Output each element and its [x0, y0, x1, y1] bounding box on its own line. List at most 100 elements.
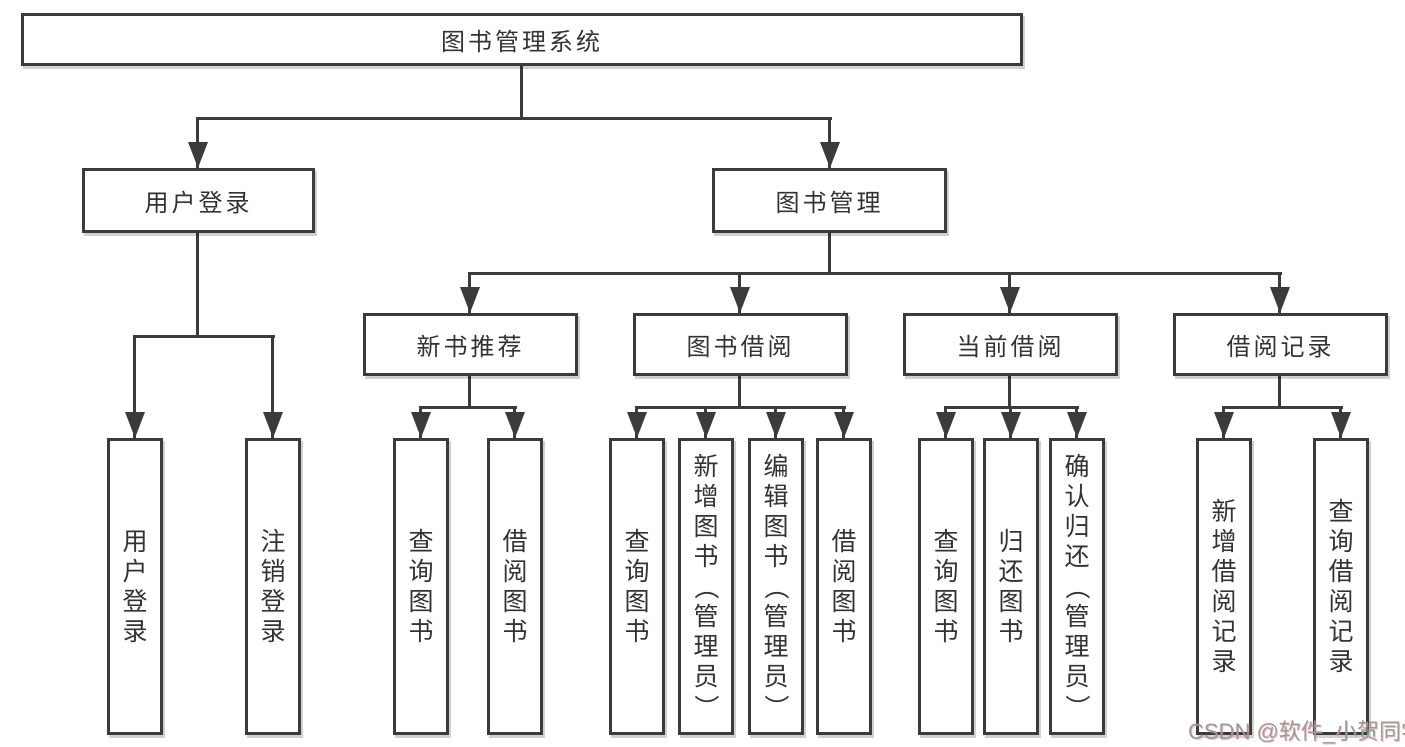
arrow-down-icon [505, 412, 525, 438]
leaf-label-char: 图 [693, 512, 719, 541]
connector-h-line [419, 406, 517, 409]
arrow-stem [133, 335, 136, 438]
leaf-label-char: 书 [408, 617, 434, 646]
leaf-label-char: 增 [1211, 527, 1237, 556]
leaf-label-char: 记 [1211, 617, 1237, 646]
arrow-down-icon [730, 287, 750, 313]
leaf-label-char: 归 [1064, 512, 1090, 541]
arrow-down-icon [411, 412, 431, 438]
leaf-label-char: 查 [933, 527, 959, 556]
node-library-system-root: 图书管理系统 [21, 13, 1023, 66]
leaf-label: 借阅图书 [819, 441, 869, 732]
leaf-add-books-admin: 新增图书（管理员） [678, 438, 734, 735]
leaf-label-char: （ [691, 573, 720, 600]
arrow-down-icon [460, 287, 480, 313]
leaf-label-char: 借 [1211, 557, 1237, 586]
leaf-label-char: 书 [933, 617, 959, 646]
leaf-label-char: 查 [624, 527, 650, 556]
leaf-label: 新增借阅记录 [1199, 441, 1249, 732]
leaf-label-char: （ [1062, 573, 1091, 600]
arrow-stem [271, 335, 274, 438]
leaf-query-books-current: 查询图书 [918, 438, 974, 735]
leaf-label: 注销登录 [248, 441, 298, 732]
leaf-label-char: 借 [502, 527, 528, 556]
node-label: 新书推荐 [416, 334, 525, 361]
leaf-label-char: 理 [693, 632, 719, 661]
arrow-down-icon [263, 412, 283, 438]
leaf-label-char: 图 [763, 512, 789, 541]
leaf-label-char: 阅 [831, 557, 857, 586]
arrow-down-icon [766, 412, 786, 438]
leaf-logout: 注销登录 [245, 438, 301, 735]
node-label: 用户登录 [144, 190, 253, 217]
arrow-down-icon [1000, 287, 1020, 313]
connector-v-line [828, 231, 831, 275]
leaf-label: 编辑图书（管理员） [751, 441, 801, 732]
node-borrow-records: 借阅记录 [1173, 313, 1388, 376]
node-label: 当前借阅 [956, 334, 1065, 361]
leaf-label-char: 查 [408, 527, 434, 556]
leaf-query-borrow-record: 查询借阅记录 [1313, 438, 1369, 735]
leaf-label-char: 图 [933, 587, 959, 616]
leaf-edit-books-admin: 编辑图书（管理员） [748, 438, 804, 735]
leaf-label-char: 增 [693, 482, 719, 511]
node-user-login: 用户登录 [82, 168, 315, 233]
arrow-down-icon [936, 412, 956, 438]
arrow-down-icon [125, 412, 145, 438]
leaf-label: 查询图书 [612, 441, 662, 732]
leaf-label-char: 记 [1328, 617, 1354, 646]
leaf-label-char: 书 [624, 617, 650, 646]
leaf-label-char: 还 [1064, 542, 1090, 571]
leaf-label-char: 还 [998, 557, 1024, 586]
leaf-label-char: 图 [831, 587, 857, 616]
node-label: 借阅记录 [1226, 334, 1335, 361]
leaf-label-char: 录 [1211, 647, 1237, 676]
node-book-management: 图书管理 [712, 168, 947, 233]
leaf-label-char: 图 [502, 587, 528, 616]
leaf-label-char: 借 [831, 527, 857, 556]
connector-h-line [468, 272, 1282, 275]
leaf-label-char: 新 [1211, 497, 1237, 526]
leaf-add-borrow-record: 新增借阅记录 [1196, 438, 1252, 735]
leaf-label-char: 登 [122, 587, 148, 616]
leaf-label-char: 销 [260, 557, 286, 586]
leaf-label-char: 登 [260, 587, 286, 616]
leaf-borrow-books: 借阅图书 [816, 438, 872, 735]
arrow-down-icon [1270, 287, 1290, 313]
leaf-label-char: ） [691, 693, 720, 720]
node-current-borrowing: 当前借阅 [903, 313, 1118, 376]
node-label: 图书管理 [775, 190, 884, 217]
connector-v-line [738, 374, 741, 409]
leaf-user-login: 用户登录 [107, 438, 163, 735]
arrow-down-icon [820, 142, 840, 168]
arrow-down-icon [696, 412, 716, 438]
leaf-label: 查询借阅记录 [1316, 441, 1366, 732]
leaf-label: 借阅图书 [490, 441, 540, 732]
leaf-label-char: 询 [624, 557, 650, 586]
connector-v-line [468, 374, 471, 409]
leaf-label-char: 书 [998, 617, 1024, 646]
leaf-label: 用户登录 [110, 441, 160, 732]
leaf-label-char: ） [1062, 693, 1091, 720]
leaf-label-char: 图 [998, 587, 1024, 616]
connector-h-line [196, 117, 832, 120]
leaf-label-char: 书 [502, 617, 528, 646]
connector-v-line [1008, 374, 1011, 409]
node-book-borrowing: 图书借阅 [633, 313, 848, 376]
leaf-query-books-recommend: 查询图书 [393, 438, 449, 735]
leaf-label-char: 图 [624, 587, 650, 616]
leaf-label-char: 新 [693, 452, 719, 481]
leaf-query-books-borrowing: 查询图书 [609, 438, 665, 735]
watermark: CSDN @软件_小贺同学 [1188, 719, 1405, 744]
leaf-label-char: 员 [693, 662, 719, 691]
leaf-label-char: 用 [122, 527, 148, 556]
leaf-label-char: 员 [763, 662, 789, 691]
leaf-label-char: 认 [1064, 482, 1090, 511]
leaf-label-char: 书 [693, 542, 719, 571]
node-new-book-recommend: 新书推荐 [363, 313, 578, 376]
leaf-label-char: 阅 [1328, 587, 1354, 616]
leaf-label-char: 询 [1328, 527, 1354, 556]
leaf-label-char: 录 [122, 617, 148, 646]
leaf-borrow-books-recommend: 借阅图书 [487, 438, 543, 735]
leaf-label-char: 归 [998, 527, 1024, 556]
